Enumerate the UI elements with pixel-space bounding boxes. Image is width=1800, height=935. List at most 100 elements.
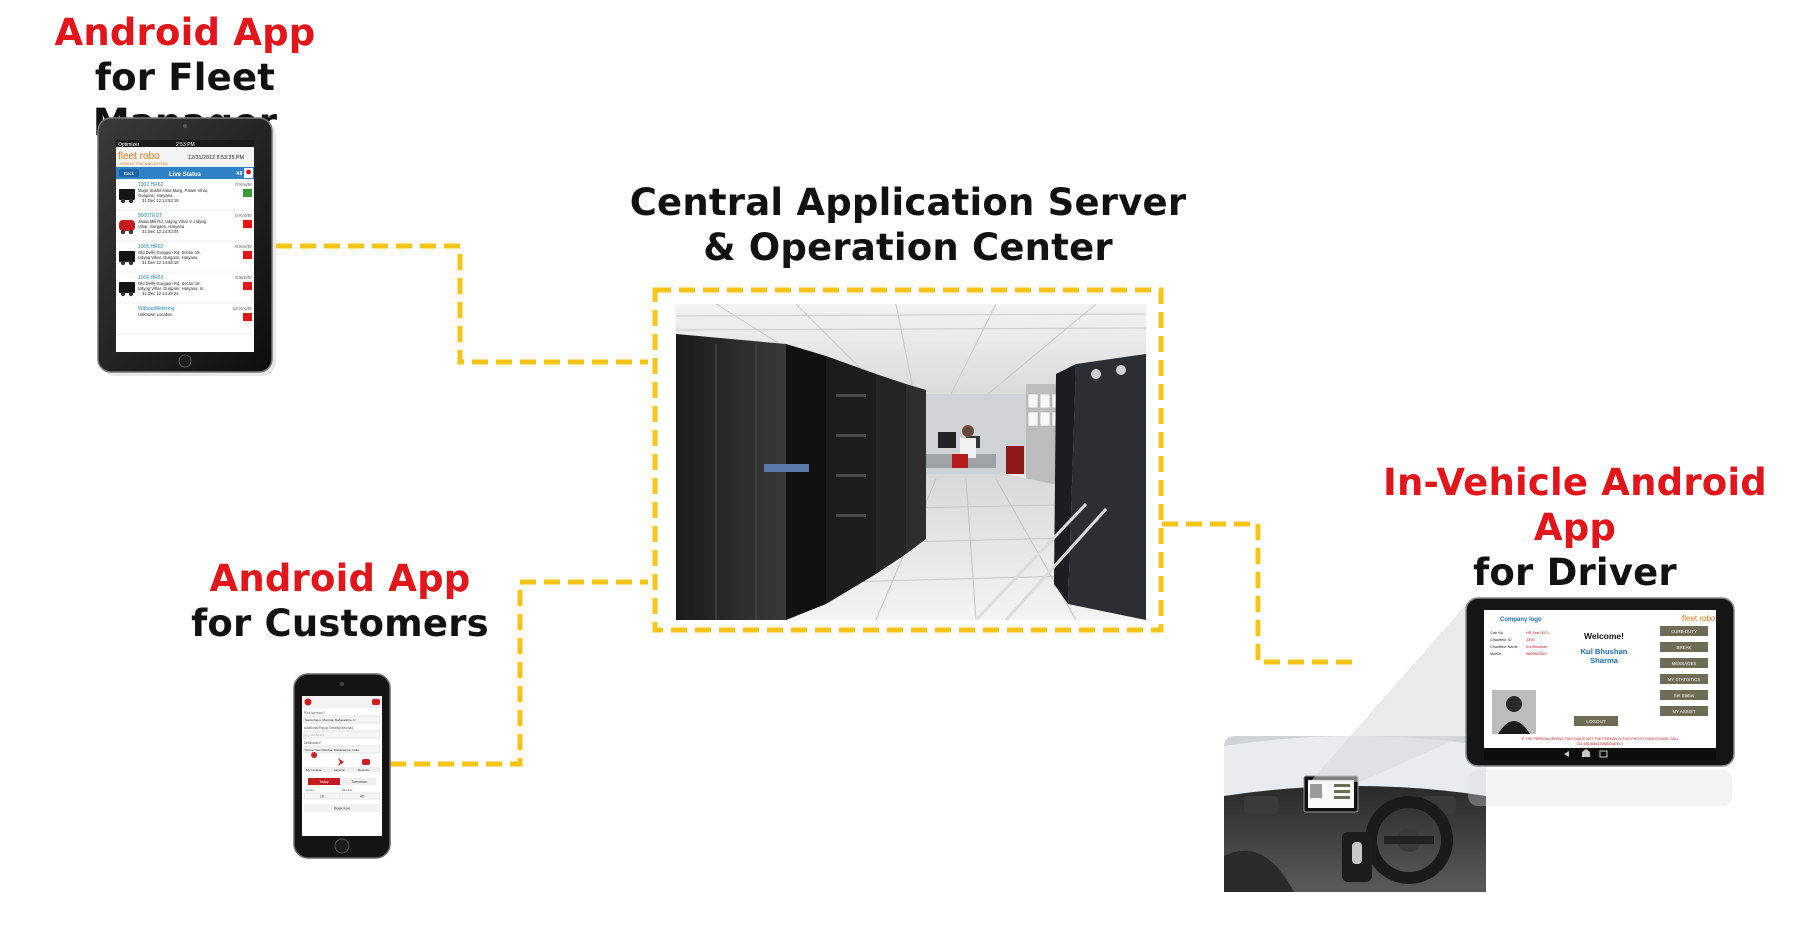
vehicle-timestamp: 31 Dec 12 14:53:18 [142, 260, 179, 265]
tomorrow-label: Tomorrow [352, 780, 367, 784]
logout-label: LOGOUT [1586, 719, 1606, 724]
central-server-label-line1: Central Application Server [629, 181, 1187, 224]
vehicle-id[interactable]: 1002 HR62 [138, 182, 164, 188]
airplane-icon[interactable] [338, 758, 344, 766]
additional-input[interactable] [303, 730, 381, 739]
vehicle-address-line2: Vihar, Gurgaon, Haryana [138, 224, 185, 229]
recents-car-icon[interactable] [362, 759, 370, 765]
customers-label-line2: for Customers [191, 602, 489, 646]
vehicle-address-line2: Udyog Vihar, Gurgaon, Haryana [138, 255, 198, 260]
driver-action-button[interactable] [1660, 658, 1708, 668]
vehicle-id[interactable]: 1006 HR63 [138, 275, 164, 281]
fleet-datetime: 12/31/2012 2:53:25 PM [188, 155, 245, 161]
fleet-brand-sub: VEHICLE TRACKING SYSTEM [120, 162, 168, 166]
customer-phone: Pick up from? Santa Nenu, Mumbai, Mahara… [293, 673, 391, 859]
driver-label-line1: In-Vehicle Android App [1383, 461, 1767, 550]
customers-label: Android App for Customers [160, 556, 520, 646]
truck-icon [119, 189, 135, 200]
truck-icon [119, 251, 135, 262]
vehicle-speed: 12 Km/hr [233, 306, 253, 312]
driver-action-label: MY ASSIST [1672, 709, 1695, 714]
status-flag-icon [243, 189, 252, 197]
minutes-select[interactable] [341, 792, 381, 800]
fleet-all-filter[interactable]: All [236, 171, 243, 177]
vehicle-id[interactable]: 9000TEST [138, 213, 162, 219]
connector-fleet-manager [276, 243, 648, 365]
option-airports[interactable]: Airports [334, 768, 345, 772]
pickup-label: Pick up from? [304, 711, 325, 715]
vehicle-timestamp: 31 Dec 12 14:43:04 [142, 229, 179, 234]
warning-line1: IF THE PERSON DRIVING THIS CAB IS NOT TH… [1521, 737, 1678, 741]
fleet-back-button[interactable] [119, 169, 139, 177]
zoom-cone [1310, 600, 1500, 782]
chauffeur-name-value: Kul Bhushan [1526, 645, 1548, 649]
fleet-carrier: Optimizer [118, 142, 140, 148]
chauffeur-name-label: Chauffeur Name [1490, 645, 1518, 649]
destination-input[interactable] [303, 745, 381, 754]
vehicle-id[interactable]: WithoutMetering [138, 306, 175, 312]
additional-label: Additional Pickup Details(Optional) [304, 726, 353, 730]
company-logo-text: Company logo [1500, 617, 1542, 623]
wheel-icon [128, 198, 134, 204]
pickup-input[interactable] [303, 715, 381, 724]
vehicle-address-line2: Udyog Vihar, Gurgaon, Haryana, In... [138, 286, 207, 291]
fleet-screen-title: Live Status [169, 172, 202, 178]
driver-action-label: CURB-DUTY [1671, 629, 1697, 634]
mobile-value: 9820520507 [1526, 652, 1547, 656]
logout-button[interactable] [1574, 716, 1618, 726]
destination-label: Destination? [304, 741, 322, 745]
driver-action-button[interactable] [1660, 626, 1708, 636]
driver-action-button[interactable] [1660, 642, 1708, 652]
car-icon [119, 220, 135, 231]
vehicle-speed: 0 Km/hr [235, 213, 252, 219]
minutes-value: 40 [360, 795, 364, 799]
fleet-manager-label-line1: Android App [54, 11, 316, 54]
book-now-label: Book now [334, 807, 350, 811]
server-room-photo [676, 304, 1146, 620]
vehicle-id[interactable]: 1005 HR62 [138, 244, 164, 250]
fleet-back-label: Back [124, 171, 135, 176]
vehicle-speed: 0 Km/hr [235, 275, 252, 281]
mobile-label: Mobile [1490, 652, 1501, 656]
cab-no-value: HR Test 0071 [1526, 631, 1549, 635]
wheel-icon [120, 291, 126, 297]
pickup-value: Santa Nenu, Mumbai, Maharashtra, In [305, 718, 356, 722]
wheel-icon [120, 198, 126, 204]
driver-action-label: BREAK [1677, 645, 1692, 650]
close-icon[interactable] [304, 698, 312, 706]
additional-placeholder: e.g. Landmark [305, 733, 325, 737]
minutes-label: Minutes [342, 788, 353, 792]
wheel-icon [120, 229, 126, 235]
driver-action-label: MESSAGES [1672, 661, 1697, 666]
driver-action-label: Set Status [1674, 693, 1695, 698]
vehicle-timestamp: 31 Dec 12 14:28:24 [142, 291, 179, 296]
driver-action-button[interactable] [1660, 706, 1708, 716]
central-server-label-line2: & Operation Center [703, 226, 1113, 270]
option-my-location[interactable]: My Location [306, 768, 323, 772]
wheel-icon [128, 260, 134, 266]
book-now-button[interactable] [304, 804, 380, 812]
vehicle-speed: 0 Km/hr [235, 244, 252, 250]
driver-brand-logo: fleet robo [1682, 614, 1716, 623]
hours-select[interactable] [303, 792, 341, 800]
back-nav-icon[interactable] [1564, 751, 1569, 757]
driver-action-button[interactable] [1660, 690, 1708, 700]
status-flag-icon [243, 313, 252, 321]
driver-action-button[interactable] [1660, 674, 1708, 684]
location-pin-icon[interactable] [311, 752, 318, 765]
tomorrow-toggle[interactable] [342, 778, 376, 785]
welcome-text: Welcome! [1584, 631, 1624, 641]
vehicle-address-line1: Old Delhi Gurgaon Rd, Sector 19, [138, 281, 201, 286]
driver-label-line2: for Driver [1473, 551, 1677, 595]
recent-apps-icon[interactable] [1599, 750, 1608, 758]
chauffeur-id-value: 2306 [1526, 638, 1534, 642]
today-toggle[interactable] [308, 778, 340, 785]
today-label: Today [319, 780, 328, 784]
status-flag-icon [243, 251, 252, 259]
option-recents[interactable]: Recents [358, 768, 370, 772]
home-nav-icon[interactable] [1582, 749, 1590, 757]
warning-line2: 022-63636363 IMMEDIATELY [1577, 742, 1624, 746]
driver-action-label: MY STATISTICS [1668, 677, 1701, 682]
vehicle-address-line1: Jwala Mill Rd, Udyog Vihar V, Udyog [138, 219, 207, 224]
